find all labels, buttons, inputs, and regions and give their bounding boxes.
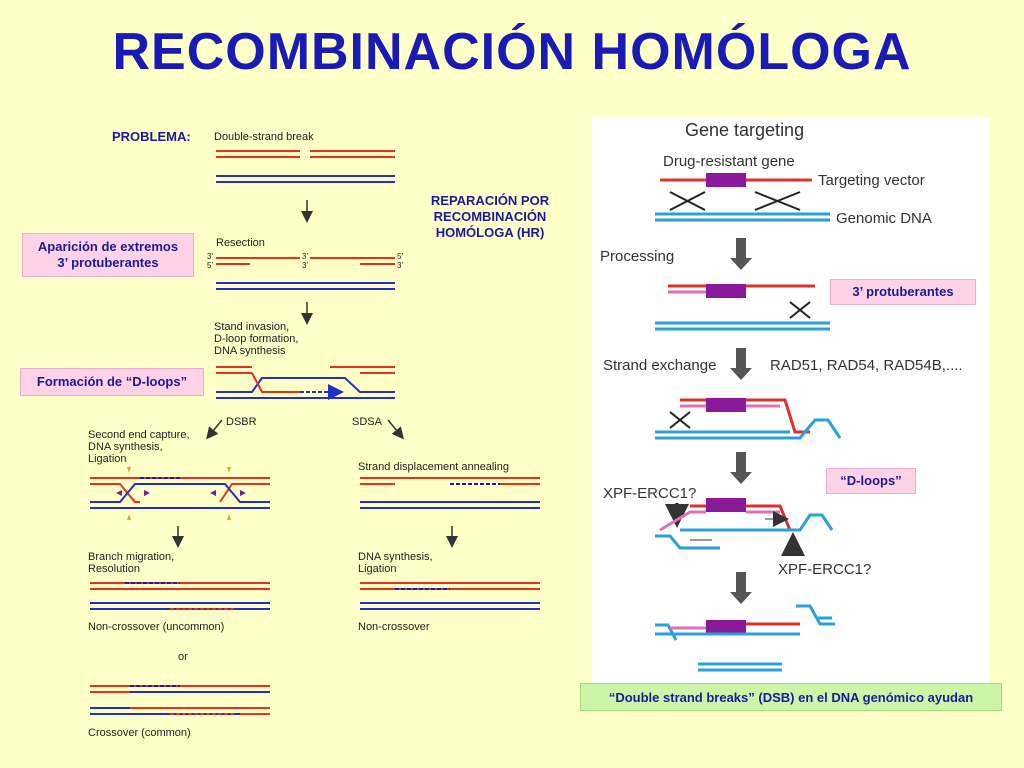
svg-text:3’: 3’ <box>397 261 403 270</box>
crossover-strands <box>90 685 270 715</box>
branch-1: Branch migration, <box>88 551 174 563</box>
strand-disp-label: Strand displacement annealing <box>358 461 509 473</box>
sdsa-strands-1 <box>360 477 540 509</box>
dloop-strands <box>216 366 395 400</box>
sdsa-strands-2 <box>360 582 540 610</box>
dsbr-label: DSBR <box>226 416 257 428</box>
svg-text:5’: 5’ <box>397 252 403 261</box>
dsb-caption: “Double strand breaks” (DSB) en el DNA g… <box>580 683 1002 711</box>
noncross-uncommon-strands <box>90 582 270 610</box>
svg-text:3’: 3’ <box>207 252 213 261</box>
gt-xpf-2: XPF-ERCC1? <box>778 561 871 578</box>
holliday-strands <box>90 467 270 520</box>
dna-synth-1: DNA synthesis, <box>358 551 433 563</box>
gt-processing: Processing <box>600 248 674 265</box>
dsb-label: Double-strand break <box>214 131 314 143</box>
second-end-3: Ligation <box>88 453 127 465</box>
gt-row2 <box>655 284 830 331</box>
gt-row1 <box>655 173 830 222</box>
noncross-label: Non-crossover <box>358 621 430 633</box>
gt-row5 <box>655 604 835 672</box>
noncross-uncommon-label: Non-crossover (uncommon) <box>88 621 224 633</box>
gt-row3 <box>655 398 842 440</box>
resection-label: Resection <box>216 237 265 249</box>
dsb-strands <box>216 150 395 183</box>
resection-strands: 3’ 5’ 3’ 3’ 5’ 3’ <box>207 252 403 290</box>
svg-text:3’: 3’ <box>302 261 308 270</box>
gt-arrow-1 <box>730 238 752 270</box>
svg-text:3’: 3’ <box>302 252 308 261</box>
dna-synth-2: Ligation <box>358 563 397 575</box>
page-title: RECOMBINACIÓN HOMÓLOGA <box>112 23 912 81</box>
gt-strand-exchange: Strand exchange <box>603 357 716 374</box>
gt-vector: Targeting vector <box>818 172 925 189</box>
or-label: or <box>178 651 188 663</box>
arrow-dsbr <box>206 419 223 440</box>
gt-xpf-1: XPF-ERCC1? <box>603 485 696 502</box>
crossover-label: Crossover (common) <box>88 727 191 739</box>
branch-2: Resolution <box>88 563 140 575</box>
sdsa-label: SDSA <box>352 416 383 428</box>
problema-label: PROBLEMA: <box>112 129 191 144</box>
invasion-label-2: D-loop formation, <box>214 333 298 345</box>
invasion-label-1: Stand invasion, <box>214 321 289 333</box>
gt-arrow-4 <box>730 572 752 604</box>
gt-arrow-2 <box>730 348 752 380</box>
gt-drug-gene: Drug-resistant gene <box>663 153 795 170</box>
invasion-label-3: DNA synthesis <box>214 345 286 357</box>
gt-rad: RAD51, RAD54, RAD54B,.... <box>770 357 963 374</box>
dloops-box-right: “D-loops” <box>826 468 916 494</box>
hr-label: REPARACIÓN POR RECOMBINACIÓN HOMÓLOGA (H… <box>430 193 550 240</box>
arrow-sdsa <box>387 419 404 440</box>
gt-genomic: Genomic DNA <box>836 210 932 227</box>
dloops-box-left: Formación de “D-loops” <box>20 368 204 396</box>
gt-title: Gene targeting <box>685 120 804 140</box>
extremos-box: Aparición de extremos 3’ protuberantes <box>22 233 194 277</box>
gt-arrow-3 <box>730 452 752 484</box>
second-end-1: Second end capture, <box>88 429 190 441</box>
svg-text:5’: 5’ <box>207 261 213 270</box>
protuberantes-box-right: 3’ protuberantes <box>830 279 976 305</box>
second-end-2: DNA synthesis, <box>88 441 163 453</box>
gene-targeting-panel <box>592 118 990 684</box>
gt-row4 <box>655 498 834 556</box>
